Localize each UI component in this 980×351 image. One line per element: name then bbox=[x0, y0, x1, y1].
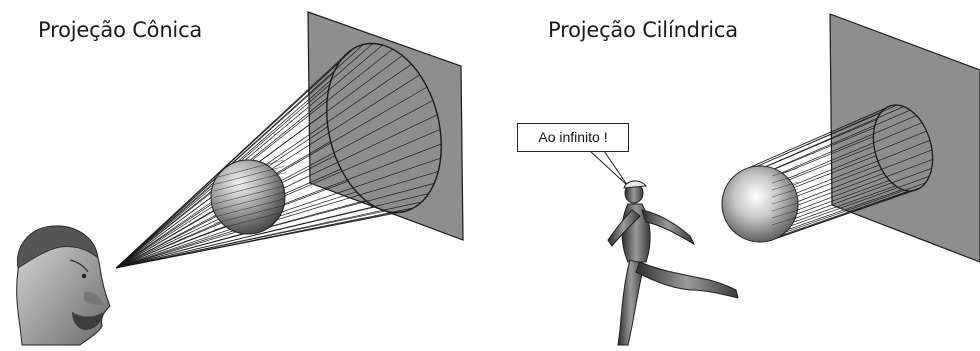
cylindrical-projection-ray bbox=[770, 189, 916, 241]
conic-sphere-hatch-line bbox=[213, 205, 285, 224]
conic-sphere-hatch-line bbox=[213, 192, 285, 211]
conic-sphere-hatch bbox=[213, 159, 285, 231]
cylindrical-projection-ray bbox=[784, 122, 923, 181]
conic-projection-ray bbox=[115, 206, 376, 269]
cylindrical-projection-ray bbox=[777, 187, 921, 238]
cylindrical-projection-ray bbox=[762, 190, 909, 243]
conic-projection-ray bbox=[115, 212, 396, 269]
conic-projection-ray bbox=[115, 44, 364, 269]
cylindrical-sphere-hatch-line bbox=[771, 202, 799, 212]
cylindrical-sphere-hatch-line bbox=[771, 209, 799, 219]
cylindrical-projection-ray bbox=[756, 104, 898, 167]
conic-projection-ray bbox=[115, 200, 366, 269]
cylindrical-projection-shadow-ellipse bbox=[872, 104, 934, 192]
conic-sphere-hatch-line bbox=[213, 159, 285, 179]
cylindrical-projection-ray bbox=[772, 109, 911, 170]
conic-sphere-hatch-line bbox=[213, 172, 285, 192]
speech-bubble-tail bbox=[589, 150, 629, 187]
conic-projection-ray bbox=[115, 43, 374, 269]
cylindrical-projection-ray bbox=[783, 182, 926, 234]
observer-portrait bbox=[16, 225, 111, 346]
conic-sphere bbox=[210, 159, 286, 235]
conic-projection-plane bbox=[307, 11, 464, 241]
speech-bubble: Ao infinito ! bbox=[517, 123, 629, 152]
conic-sphere-hatch-line bbox=[213, 211, 285, 231]
cylindrical-projection-ray bbox=[794, 149, 933, 204]
cylindrical-projection-plane bbox=[829, 13, 980, 263]
cylindrical-projection-ray bbox=[764, 106, 904, 168]
conic-projection-ray bbox=[115, 47, 355, 269]
cylindrical-projection-ray bbox=[793, 159, 933, 212]
cylindrical-projection-ray bbox=[791, 167, 932, 220]
conic-sphere-hatch-line bbox=[213, 179, 285, 198]
conic-projection-ray bbox=[115, 210, 386, 269]
conic-projection-shadow-ellipse bbox=[326, 42, 442, 214]
conic-projection-ray bbox=[115, 44, 383, 269]
conic-projection-title: Projeção Cônica bbox=[38, 18, 203, 42]
cylindrical-sphere-hatch bbox=[771, 167, 799, 226]
conic-sphere-hatch-line bbox=[213, 185, 285, 205]
cylindrical-projection-ray bbox=[792, 139, 931, 195]
conic-sphere-hatch-line bbox=[213, 166, 285, 185]
cylindrical-sphere-hatch-line bbox=[771, 174, 799, 184]
cylindrical-sphere-hatch-line bbox=[771, 195, 799, 205]
cylindrical-sphere-hatch-line bbox=[771, 216, 799, 226]
cylindrical-projection-ray bbox=[789, 130, 927, 188]
cylindrical-sphere-hatch-line bbox=[771, 188, 799, 198]
cylindrical-projection-ray bbox=[749, 105, 892, 168]
cylindrical-projection-ray bbox=[788, 175, 930, 228]
cylindrical-sphere-hatch-line bbox=[771, 181, 799, 191]
cylindrical-projection-title: Projeção Cilíndrica bbox=[548, 18, 738, 42]
cylindrical-sphere-hatch-line bbox=[771, 167, 799, 177]
cylindrical-projection-ray bbox=[778, 115, 917, 175]
cylindrical-sphere bbox=[721, 165, 799, 243]
conic-projection-ray bbox=[115, 48, 393, 269]
conic-projection bbox=[115, 11, 464, 269]
cylindrical-projection bbox=[721, 13, 980, 263]
conic-sphere-hatch-line bbox=[213, 198, 285, 218]
runner-figure bbox=[607, 180, 739, 346]
